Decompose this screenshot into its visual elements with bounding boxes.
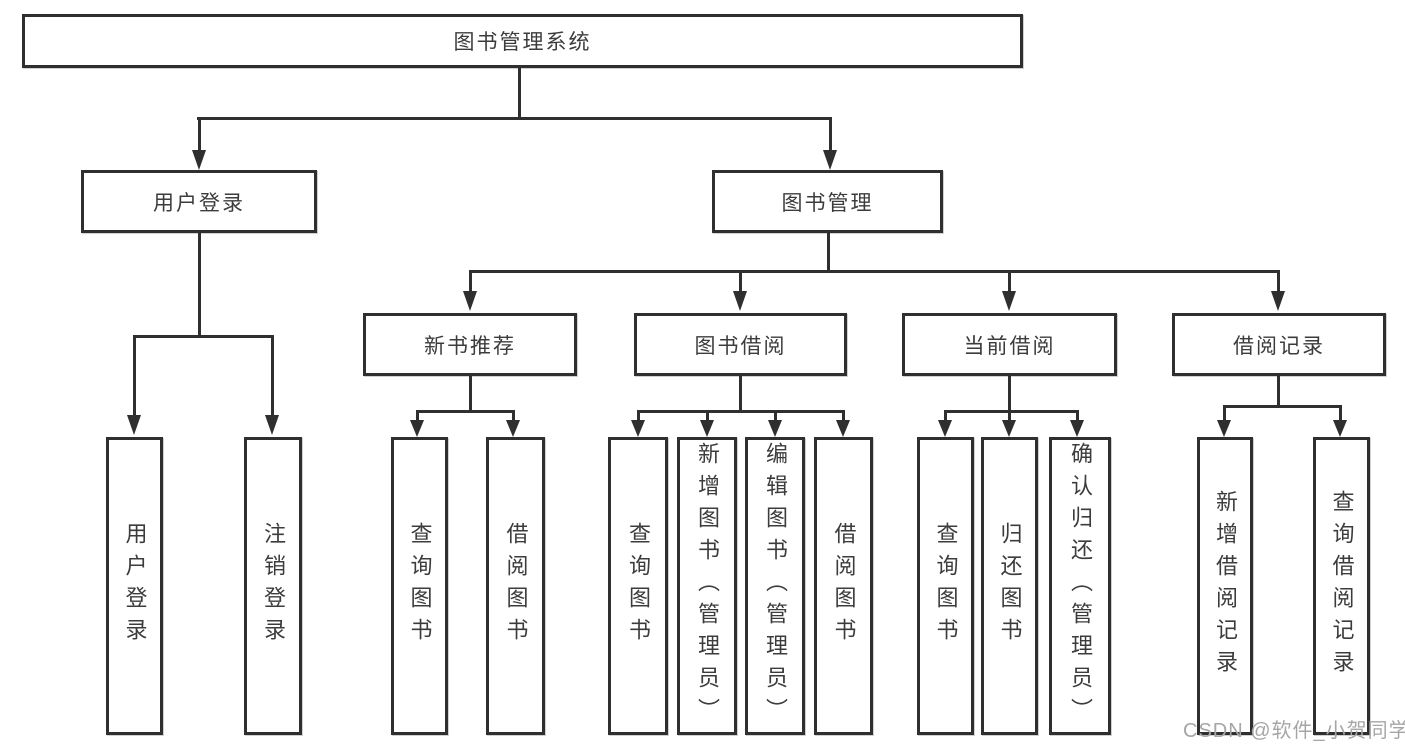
- connector-line: [739, 270, 742, 293]
- connector-line: [637, 410, 845, 413]
- leaf-borrow-query-books: 查询图书: [608, 437, 668, 735]
- arrow-head-icon: [265, 415, 279, 435]
- connector-line: [1008, 270, 1011, 293]
- node-user-login-label: 用户登录: [153, 191, 245, 215]
- leaf-borrow-query-books-label: 查询图书: [626, 522, 651, 650]
- leaf-borrow-borrow-books-label: 借阅图书: [831, 522, 857, 650]
- connector-line: [133, 335, 274, 338]
- connector-line: [133, 335, 136, 417]
- leaf-borrow-edit-books-admin-label: 编辑图书（管理员）: [763, 442, 788, 730]
- arrow-head-icon: [1002, 291, 1016, 311]
- connector-line: [827, 233, 830, 273]
- arrow-head-icon: [1002, 420, 1016, 437]
- leaf-recommend-borrow-books: 借阅图书: [486, 437, 545, 735]
- connector-line: [739, 376, 742, 413]
- node-borrow-records: 借阅记录: [1172, 313, 1386, 376]
- arrow-head-icon: [700, 420, 714, 437]
- node-book-borrow: 图书借阅: [634, 313, 847, 376]
- connector-line: [637, 410, 640, 422]
- leaf-borrow-add-books-admin: 新增图书（管理员）: [677, 437, 737, 735]
- leaf-logout: 注销登录: [244, 437, 302, 735]
- leaf-current-confirm-return-admin-label: 确认归还（管理员）: [1068, 442, 1093, 730]
- leaf-recommend-borrow-books-label: 借阅图书: [503, 522, 529, 650]
- leaf-records-add-record-label: 新增借阅记录: [1213, 490, 1238, 682]
- arrow-head-icon: [192, 150, 206, 170]
- connector-line: [842, 410, 845, 422]
- connector-line: [706, 410, 709, 422]
- arrow-head-icon: [733, 291, 747, 311]
- node-user-login: 用户登录: [81, 170, 317, 233]
- connector-line: [774, 410, 777, 422]
- connector-line: [1277, 376, 1280, 408]
- arrow-head-icon: [1070, 420, 1084, 437]
- connector-line: [1223, 405, 1342, 408]
- node-borrow-records-label: 借阅记录: [1233, 334, 1325, 358]
- connector-line: [944, 410, 947, 422]
- connector-line: [197, 117, 832, 120]
- connector-line: [1008, 410, 1011, 422]
- arrow-head-icon: [768, 420, 782, 437]
- node-book-management: 图书管理: [712, 170, 943, 233]
- leaf-current-confirm-return-admin: 确认归还（管理员）: [1049, 437, 1111, 735]
- arrow-head-icon: [1271, 291, 1285, 311]
- connector-line: [1277, 270, 1280, 293]
- connector-line: [944, 410, 1079, 413]
- arrow-head-icon: [836, 420, 850, 437]
- connector-line: [1008, 376, 1011, 413]
- leaf-records-query-record: 查询借阅记录: [1313, 437, 1370, 735]
- connector-line: [829, 117, 832, 154]
- leaf-user-login: 用户登录: [106, 437, 163, 735]
- arrow-head-icon: [631, 420, 645, 437]
- leaf-user-login-label: 用户登录: [122, 522, 148, 650]
- leaf-current-query-books-label: 查询图书: [933, 522, 959, 650]
- connector-line: [1223, 405, 1226, 420]
- connector-line: [469, 270, 472, 293]
- csdn-watermark: CSDN @软件_小贺同学: [1183, 720, 1405, 742]
- arrow-head-icon: [938, 420, 952, 437]
- node-new-book-recommend: 新书推荐: [363, 313, 577, 376]
- leaf-records-query-record-label: 查询借阅记录: [1329, 490, 1355, 682]
- node-new-book-recommend-label: 新书推荐: [424, 334, 516, 358]
- arrow-head-icon: [410, 420, 424, 437]
- node-root: 图书管理系统: [22, 14, 1023, 68]
- leaf-current-return-books: 归还图书: [981, 437, 1038, 735]
- connector-line: [416, 410, 419, 422]
- connector-line: [1339, 405, 1342, 420]
- leaf-current-return-books-label: 归还图书: [997, 522, 1023, 650]
- connector-line: [198, 117, 201, 154]
- connector-line: [518, 68, 521, 119]
- node-current-borrow-label: 当前借阅: [963, 334, 1056, 358]
- connector-line: [469, 376, 472, 413]
- connector-line: [198, 233, 201, 337]
- leaf-borrow-edit-books-admin: 编辑图书（管理员）: [745, 437, 805, 735]
- leaf-current-query-books: 查询图书: [917, 437, 974, 735]
- leaf-recommend-query-books: 查询图书: [391, 437, 448, 735]
- arrow-head-icon: [1217, 420, 1231, 437]
- leaf-records-add-record: 新增借阅记录: [1197, 437, 1253, 735]
- arrow-head-icon: [463, 291, 477, 311]
- connector-line: [469, 270, 1280, 273]
- arrow-head-icon: [823, 150, 837, 170]
- connector-line: [1076, 410, 1079, 422]
- node-book-borrow-label: 图书借阅: [694, 334, 787, 358]
- connector-line: [271, 335, 274, 417]
- leaf-borrow-borrow-books: 借阅图书: [814, 437, 873, 735]
- node-current-borrow: 当前借阅: [902, 313, 1117, 376]
- arrow-head-icon: [1333, 420, 1347, 437]
- arrow-head-icon: [506, 420, 520, 437]
- leaf-borrow-add-books-admin-label: 新增图书（管理员）: [695, 442, 720, 730]
- arrow-head-icon: [127, 415, 141, 435]
- connector-line: [512, 410, 515, 422]
- connector-line: [416, 410, 515, 413]
- leaf-recommend-query-books-label: 查询图书: [407, 522, 433, 650]
- node-book-management-label: 图书管理: [781, 191, 874, 215]
- node-root-label: 图书管理系统: [453, 31, 592, 54]
- leaf-logout-label: 注销登录: [261, 522, 286, 650]
